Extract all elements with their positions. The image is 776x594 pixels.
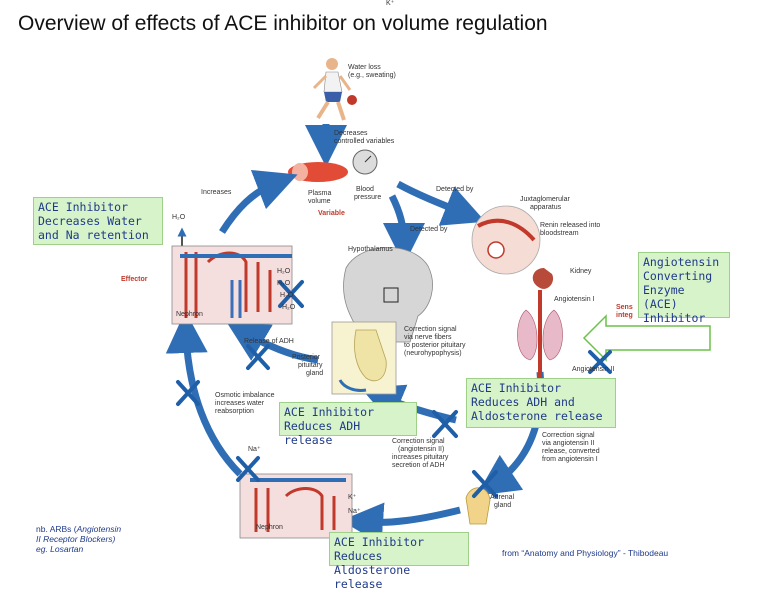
label-posterior-2: pituitary [298,362,323,369]
label-nephron-bottom: Nephron [256,524,283,531]
label-plasma: Plasma [308,190,332,197]
label-posterior-3: gland [306,370,324,377]
label-effector: Effector [121,276,148,283]
label-blood: Blood [356,186,374,193]
label-osmotic-3: reabsorption [215,408,254,415]
hypothalamus-illustration [343,247,433,343]
ace-box-adh-aldo: ACE Inhibitor Reduces ADH and Aldosteron… [466,378,616,428]
label-k-top: K⁺ [386,0,395,7]
label-na-1: Na⁺ [248,446,261,453]
arb-note-line2: II Receptor Blockers) [36,534,116,544]
label-kidney: Kidney [570,268,592,275]
label-nephron-top: Nephron [176,311,203,318]
label-hypothalamus: Hypothalamus [348,246,393,253]
label-juxta-1: Juxtaglomerular [520,196,570,203]
label-corr1-1: Correction signal [404,326,457,333]
label-renin-2: bloodstream [540,230,579,237]
posterior-pituitary-illustration [331,321,397,395]
arrow-detected-down [382,194,425,265]
label-increases: Increases [201,189,232,196]
label-corr2-1: Correction signal [392,438,445,445]
label-osmotic-1: Osmotic imbalance [215,392,275,399]
label-corr2-4: secretion of ADH [392,462,445,469]
label-posterior-1: Posterior [292,354,321,361]
arrow-detected-right [396,180,486,226]
label-corr3-1: Correction signal [542,432,595,439]
arb-note-line3: eg. Losartan [36,544,84,554]
cross-marks [176,280,612,498]
label-sens-2: integ [616,312,633,319]
label-corr3-2: via angiotensin II [542,440,595,447]
juxtaglomerular-illustration [471,205,541,275]
label-h2o-d: H₂O [282,304,296,311]
arrow-adrenal-to-nephron [341,502,461,545]
nephron-bottom-illustration [239,473,353,539]
label-controlled-variables: controlled variables [334,138,395,145]
label-adrenal-1: Adrenal [490,494,515,501]
label-adrenal-2: gland [494,502,512,509]
label-detected-by-2: Detected by [410,226,448,233]
label-osmotic-2: increases water [215,400,265,407]
label-release-adh: Release of ADH [244,338,294,345]
arrow-left-up [165,311,243,477]
cross-adrenal [472,470,498,498]
label-variable: Variable [318,210,345,217]
page-title: Overview of effects of ACE inhibitor on … [18,12,548,35]
label-detected-by-1: Detected by [436,186,474,193]
blood-vessel-illustration [288,149,378,182]
cross-angio-pituitary [432,410,458,438]
kidney-lungs-illustration [517,268,563,380]
arrow-increases [219,169,298,234]
runner-illustration [312,58,357,121]
label-h2o-b: H₂O [277,280,291,287]
arb-note: nb. ARBs (Angiotensin II Receptor Blocke… [36,524,121,554]
label-sens-1: Sens [616,304,633,311]
label-corr3-3: release, converted [542,448,600,455]
label-water-loss-eg: (e.g., sweating) [348,72,396,79]
ace-box-water-na: ACE Inhibitor Decreases Water and Na ret… [33,197,163,245]
label-h2o-top: H₂O [172,214,186,221]
label-k-1: K⁺ [348,494,357,501]
label-corr3-4: from angiotensin I [542,456,598,463]
cross-osmotic [176,380,200,406]
arrow-adh-left [225,321,319,364]
adrenal-gland-illustration [465,487,491,525]
label-corr1-4: (neurohypophysis) [404,350,462,357]
label-angiotensin-1: Angiotensin I [554,296,595,303]
cross-left-lower [236,456,260,482]
cross-adh [246,344,270,370]
nephron-top-illustration [171,245,293,325]
label-decreases: Decreases [334,130,368,137]
label-na-2: Na⁺ [348,508,361,515]
label-corr2-3: increases pituitary [392,454,449,461]
label-angiotensin-2: Angiotensin II [572,366,615,373]
label-volume: volume [308,198,331,205]
label-juxta-2: apparatus [530,204,562,211]
label-h2o-c: H₂O [280,292,294,299]
ace-box-adh-release: ACE Inhibitor Reduces ADH release [279,402,417,447]
arb-note-line1-italic: Angiotensin [76,524,122,534]
cross-angio-ii [588,350,612,374]
label-water-loss: Water loss [348,64,381,71]
cross-nephron-top [278,280,304,308]
ace-box-enzyme: Angiotensin Converting Enzyme (ACE) Inhi… [638,252,730,325]
label-pressure: pressure [354,194,382,201]
ace-box-aldo: ACE Inhibitor Reduces Aldosterone releas… [329,532,469,591]
label-corr1-2: via nerve fibers [404,334,452,341]
label-renin-1: Renin released into [540,222,601,229]
label-h2o-a: H₂O [277,268,291,275]
label-corr2-2: (angiotensin II) [398,446,445,453]
arb-note-line1-prefix: nb. ARBs ( [36,524,77,534]
source-credit: from “Anatomy and Physiology” - Thibodea… [502,548,669,558]
ace-hollow-arrow [582,314,711,362]
label-corr1-3: to posterior pituitary [404,342,466,349]
